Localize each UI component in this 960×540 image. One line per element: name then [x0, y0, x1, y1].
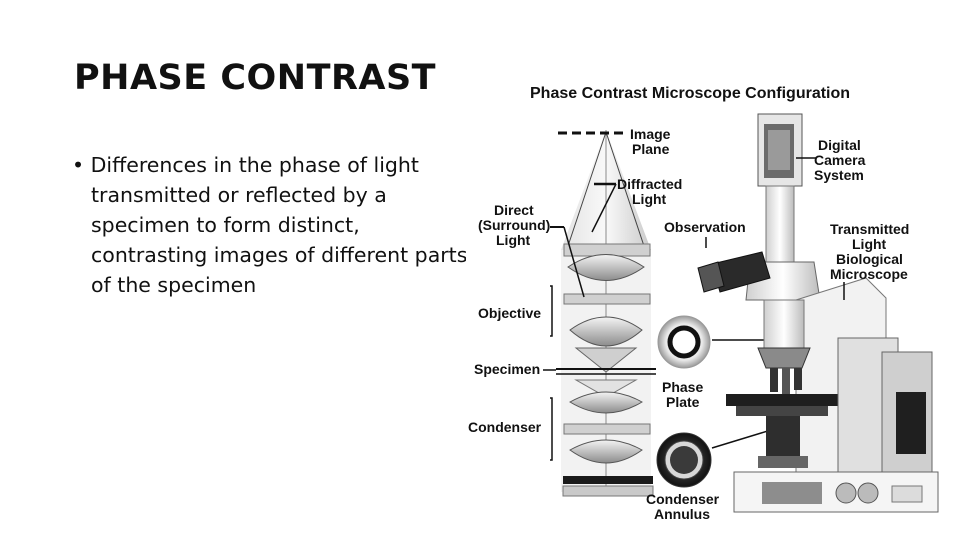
slide-title: PHASE CONTRAST [74, 58, 437, 98]
label-transmitted: Transmitted [830, 221, 909, 237]
label-direct-light: Light [496, 232, 531, 248]
label-condenser-annulus-1: Condenser [646, 491, 720, 507]
phase-plate-icon [657, 315, 711, 369]
figure-title: Phase Contrast Microscope Configuration [530, 85, 850, 102]
label-annulus: Annulus [654, 506, 710, 522]
label-objective: Objective [478, 305, 541, 321]
label-observation: Observation [664, 219, 746, 235]
label-digital: Digital [818, 137, 861, 153]
label-diffracted: Diffracted [617, 176, 682, 192]
label-diffracted-light: Light [632, 191, 667, 207]
microscope-figure: Phase Contrast Microscope Configuration [466, 72, 944, 530]
label-surround: (Surround) [478, 217, 550, 233]
label-phase: Phase [662, 379, 703, 395]
label-plane: Plane [632, 141, 670, 157]
label-biological: Biological [836, 251, 903, 267]
specimen-slide [556, 368, 656, 375]
condenser-annulus-icon [656, 432, 712, 488]
microscope-body [697, 113, 939, 513]
label-camera: Camera [814, 152, 866, 168]
objective-lenses [563, 243, 651, 373]
label-direct: Direct [494, 202, 534, 218]
label-specimen: Specimen [474, 361, 540, 377]
label-condenser: Condenser [468, 419, 542, 435]
condenser-lenses [562, 379, 654, 497]
label-plate: Plate [666, 394, 700, 410]
bullet-text: • Differences in the phase of light tran… [72, 153, 468, 297]
microscope-diagram: Phase Contrast Microscope Configuration [468, 85, 939, 522]
label-image: Image [630, 126, 671, 142]
label-transmitted-light: Light [852, 236, 887, 252]
label-microscope: Microscope [830, 266, 908, 282]
label-system: System [814, 167, 864, 183]
